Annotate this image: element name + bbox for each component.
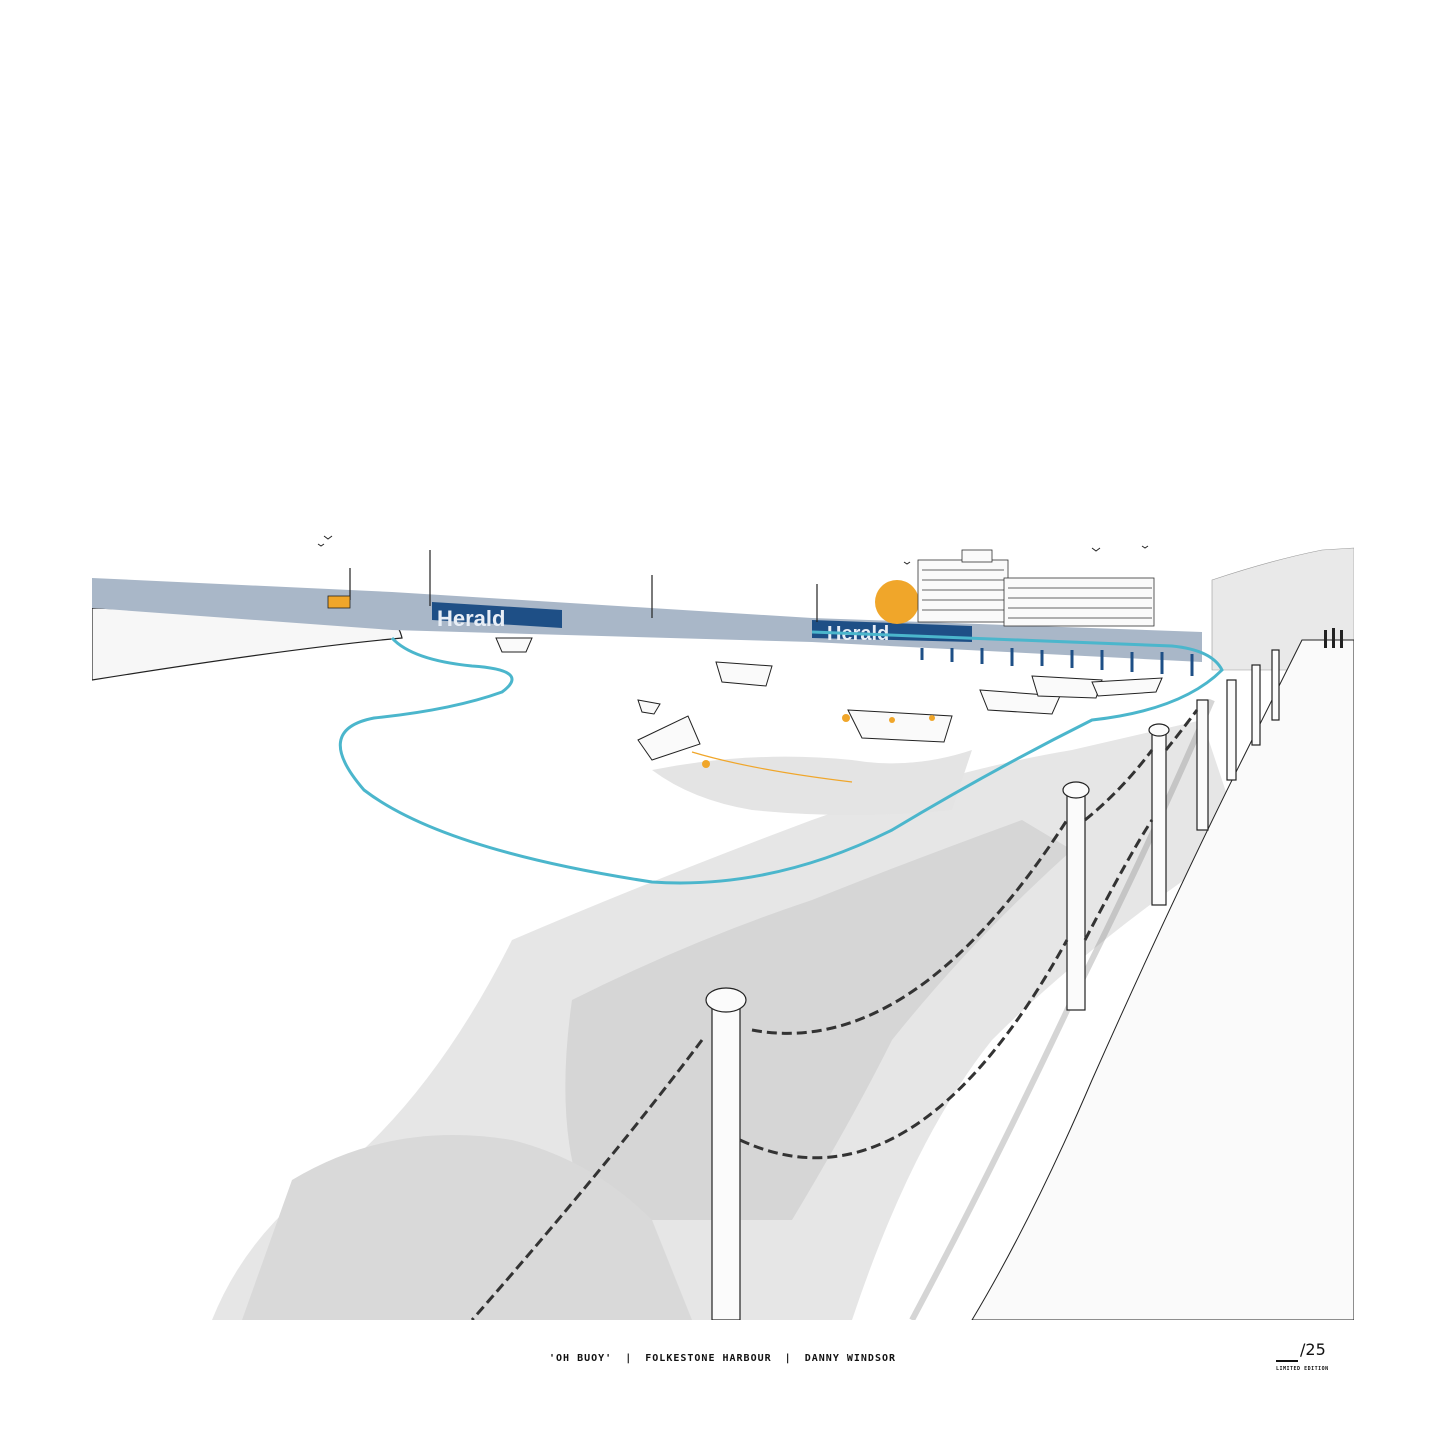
water-line xyxy=(338,630,1224,885)
pier-herald-text-1: Herald xyxy=(437,606,505,631)
mooring-line xyxy=(691,751,853,783)
hotel-building xyxy=(917,549,1155,627)
harbour-drawing: Herald Herald xyxy=(92,535,1354,1320)
artwork-caption: 'OH BUOY' | FOLKESTONE HARBOUR | DANNY W… xyxy=(0,1353,1445,1364)
pier-band: Herald Herald xyxy=(92,578,1202,676)
chains xyxy=(470,709,1199,1320)
bollards xyxy=(705,649,1280,1320)
lamp-posts xyxy=(349,550,818,622)
edition-number-blank xyxy=(1276,1360,1298,1362)
artwork-artist: DANNY WINDSOR xyxy=(804,1353,897,1364)
people xyxy=(1324,628,1343,648)
artwork-location: FOLKESTONE HARBOUR xyxy=(645,1353,772,1364)
harbour-hut xyxy=(327,595,351,609)
caption-separator: | xyxy=(784,1353,792,1364)
promenade xyxy=(971,639,1354,1320)
edition-label: LIMITED EDITION xyxy=(1276,1366,1329,1372)
edition-mark: /25 LIMITED EDITION xyxy=(1274,1338,1354,1378)
edition-total: /25 xyxy=(1300,1340,1326,1359)
caption-separator: | xyxy=(625,1353,633,1364)
harbour-illustration: Herald Herald xyxy=(92,520,1354,1320)
artwork-title: 'OH BUOY' xyxy=(548,1353,613,1364)
buoys xyxy=(702,714,935,768)
boats xyxy=(495,637,1163,761)
birds xyxy=(317,535,1149,565)
sun-icon xyxy=(875,580,919,624)
